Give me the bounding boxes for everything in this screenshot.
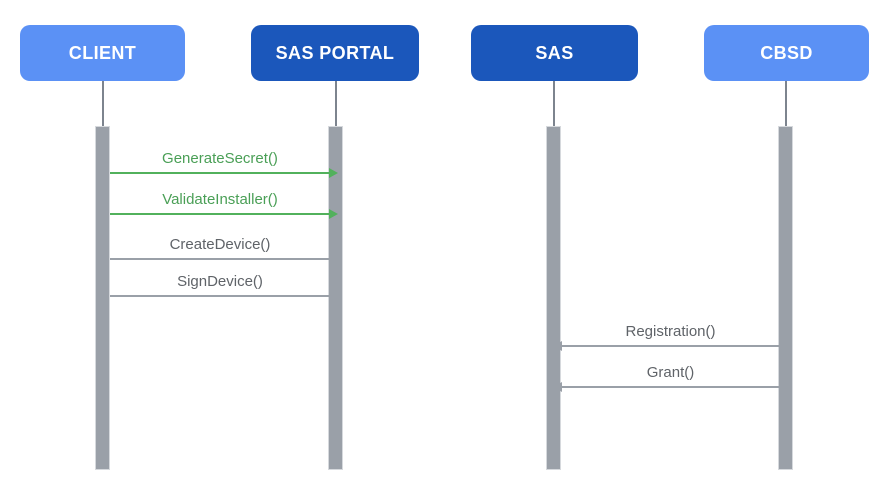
arrow-head-registration <box>553 341 562 351</box>
actor-label-sas-portal: SAS PORTAL <box>275 42 395 63</box>
arrow-head-validate-installer <box>329 209 338 219</box>
actor-box-cbsd[interactable]: CBSD <box>704 25 869 81</box>
message-line-registration <box>561 345 780 347</box>
actor-box-client[interactable]: CLIENT <box>20 25 185 81</box>
message-line-generate-secret <box>110 172 330 174</box>
arrow-head-create-device <box>329 254 338 264</box>
message-label-grant: Grant() <box>646 364 695 381</box>
actor-label-client: CLIENT <box>68 42 137 63</box>
arrow-head-generate-secret <box>329 168 338 178</box>
activation-bar-client <box>95 126 110 470</box>
message-line-validate-installer <box>110 213 330 215</box>
arrow-head-grant <box>553 382 562 392</box>
lifeline-sas-portal <box>335 81 337 126</box>
lifeline-sas <box>553 81 555 126</box>
lifeline-client <box>102 81 104 126</box>
activation-bar-sas <box>546 126 561 470</box>
actor-label-cbsd: CBSD <box>760 42 813 63</box>
message-label-sign-device: SignDevice() <box>177 273 263 290</box>
arrow-head-sign-device <box>329 291 338 301</box>
message-label-create-device: CreateDevice() <box>169 236 271 253</box>
message-line-sign-device <box>110 295 330 297</box>
lifeline-cbsd <box>785 81 787 126</box>
actor-box-sas-portal[interactable]: SAS PORTAL <box>251 25 419 81</box>
actor-label-sas: SAS <box>535 42 574 63</box>
activation-bar-cbsd <box>778 126 793 470</box>
message-label-generate-secret: GenerateSecret() <box>162 150 278 167</box>
message-label-registration: Registration() <box>625 323 716 340</box>
message-line-create-device <box>110 258 330 260</box>
message-line-grant <box>561 386 780 388</box>
actor-box-sas[interactable]: SAS <box>471 25 638 81</box>
message-label-validate-installer: ValidateInstaller() <box>162 191 278 208</box>
